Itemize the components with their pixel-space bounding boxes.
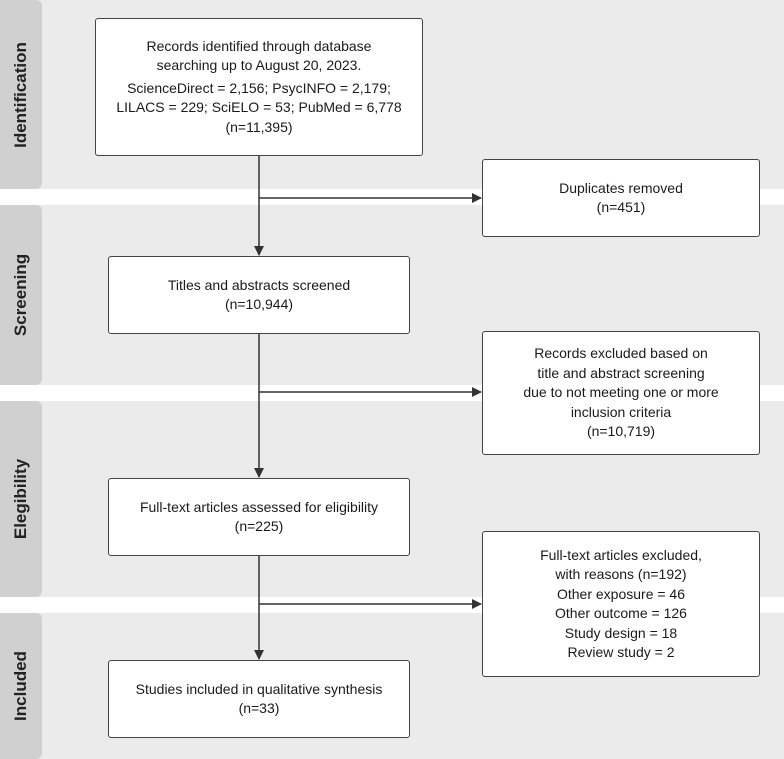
phase-label-included: Included <box>11 651 30 721</box>
box-line: (n=11,395) <box>225 118 293 135</box>
box-line: due to not meeting one or more <box>523 384 719 401</box>
records-excluded-box: Records excluded based on title and abst… <box>482 331 760 455</box>
box-line: Review study = 2 <box>567 644 675 660</box>
box-line: Study design = 18 <box>564 624 678 641</box>
box-line: ScienceDirect = 2,156; PsycINFO = 2,179; <box>127 79 391 96</box>
phase-tab-eligibility: Elegibility <box>0 401 42 597</box>
box-line: (n=225) <box>234 518 284 534</box>
box-line: (n=10,719) <box>586 423 656 440</box>
box-line: inclusion criteria <box>570 403 672 420</box>
phase-tab-identification: Identification <box>0 0 42 189</box>
box-line: LILACS = 229; SciELO = 53; PubMed = 6,77… <box>116 99 402 116</box>
titles-screened-box: Titles and abstracts screened (n=10,944) <box>108 256 410 334</box>
box-line: Other outcome = 126 <box>555 605 687 621</box>
studies-included-box: Studies included in qualitative synthesi… <box>108 660 410 738</box>
box-line: with reasons (n=192) <box>555 566 687 582</box>
box-line: title and abstract screening <box>537 364 705 381</box>
records-identified-box: Records identified through database sear… <box>95 18 423 156</box>
phase-label-eligibility: Elegibility <box>11 458 30 540</box>
box-line: Studies included in qualitative synthesi… <box>135 680 383 697</box>
box-line: Titles and abstracts screened <box>167 276 351 293</box>
box-line: Records identified through database <box>146 37 372 54</box>
phase-label-identification: Identification <box>11 41 30 148</box>
phase-tab-included: Included <box>0 613 42 759</box>
box-line: Full-text articles assessed for eligibil… <box>139 498 379 515</box>
phase-tab-screening: Screening <box>0 205 42 385</box>
box-line: (n=451) <box>596 199 646 215</box>
box-line: (n=33) <box>238 700 280 716</box>
box-line: Records excluded based on <box>534 345 708 362</box>
box-line: Other exposure = 46 <box>556 585 686 602</box>
duplicates-removed-box: Duplicates removed (n=451) <box>482 159 760 237</box>
box-line: Duplicates removed <box>559 179 683 196</box>
box-line: searching up to August 20, 2023. <box>156 57 362 74</box>
fulltext-excluded-box: Full-text articles excluded, with reason… <box>482 531 760 677</box>
fulltext-assessed-box: Full-text articles assessed for eligibil… <box>108 478 410 556</box>
box-line: (n=10,944) <box>224 296 294 312</box>
box-line: Full-text articles excluded, <box>540 546 702 563</box>
phase-label-screening: Screening <box>11 253 30 337</box>
